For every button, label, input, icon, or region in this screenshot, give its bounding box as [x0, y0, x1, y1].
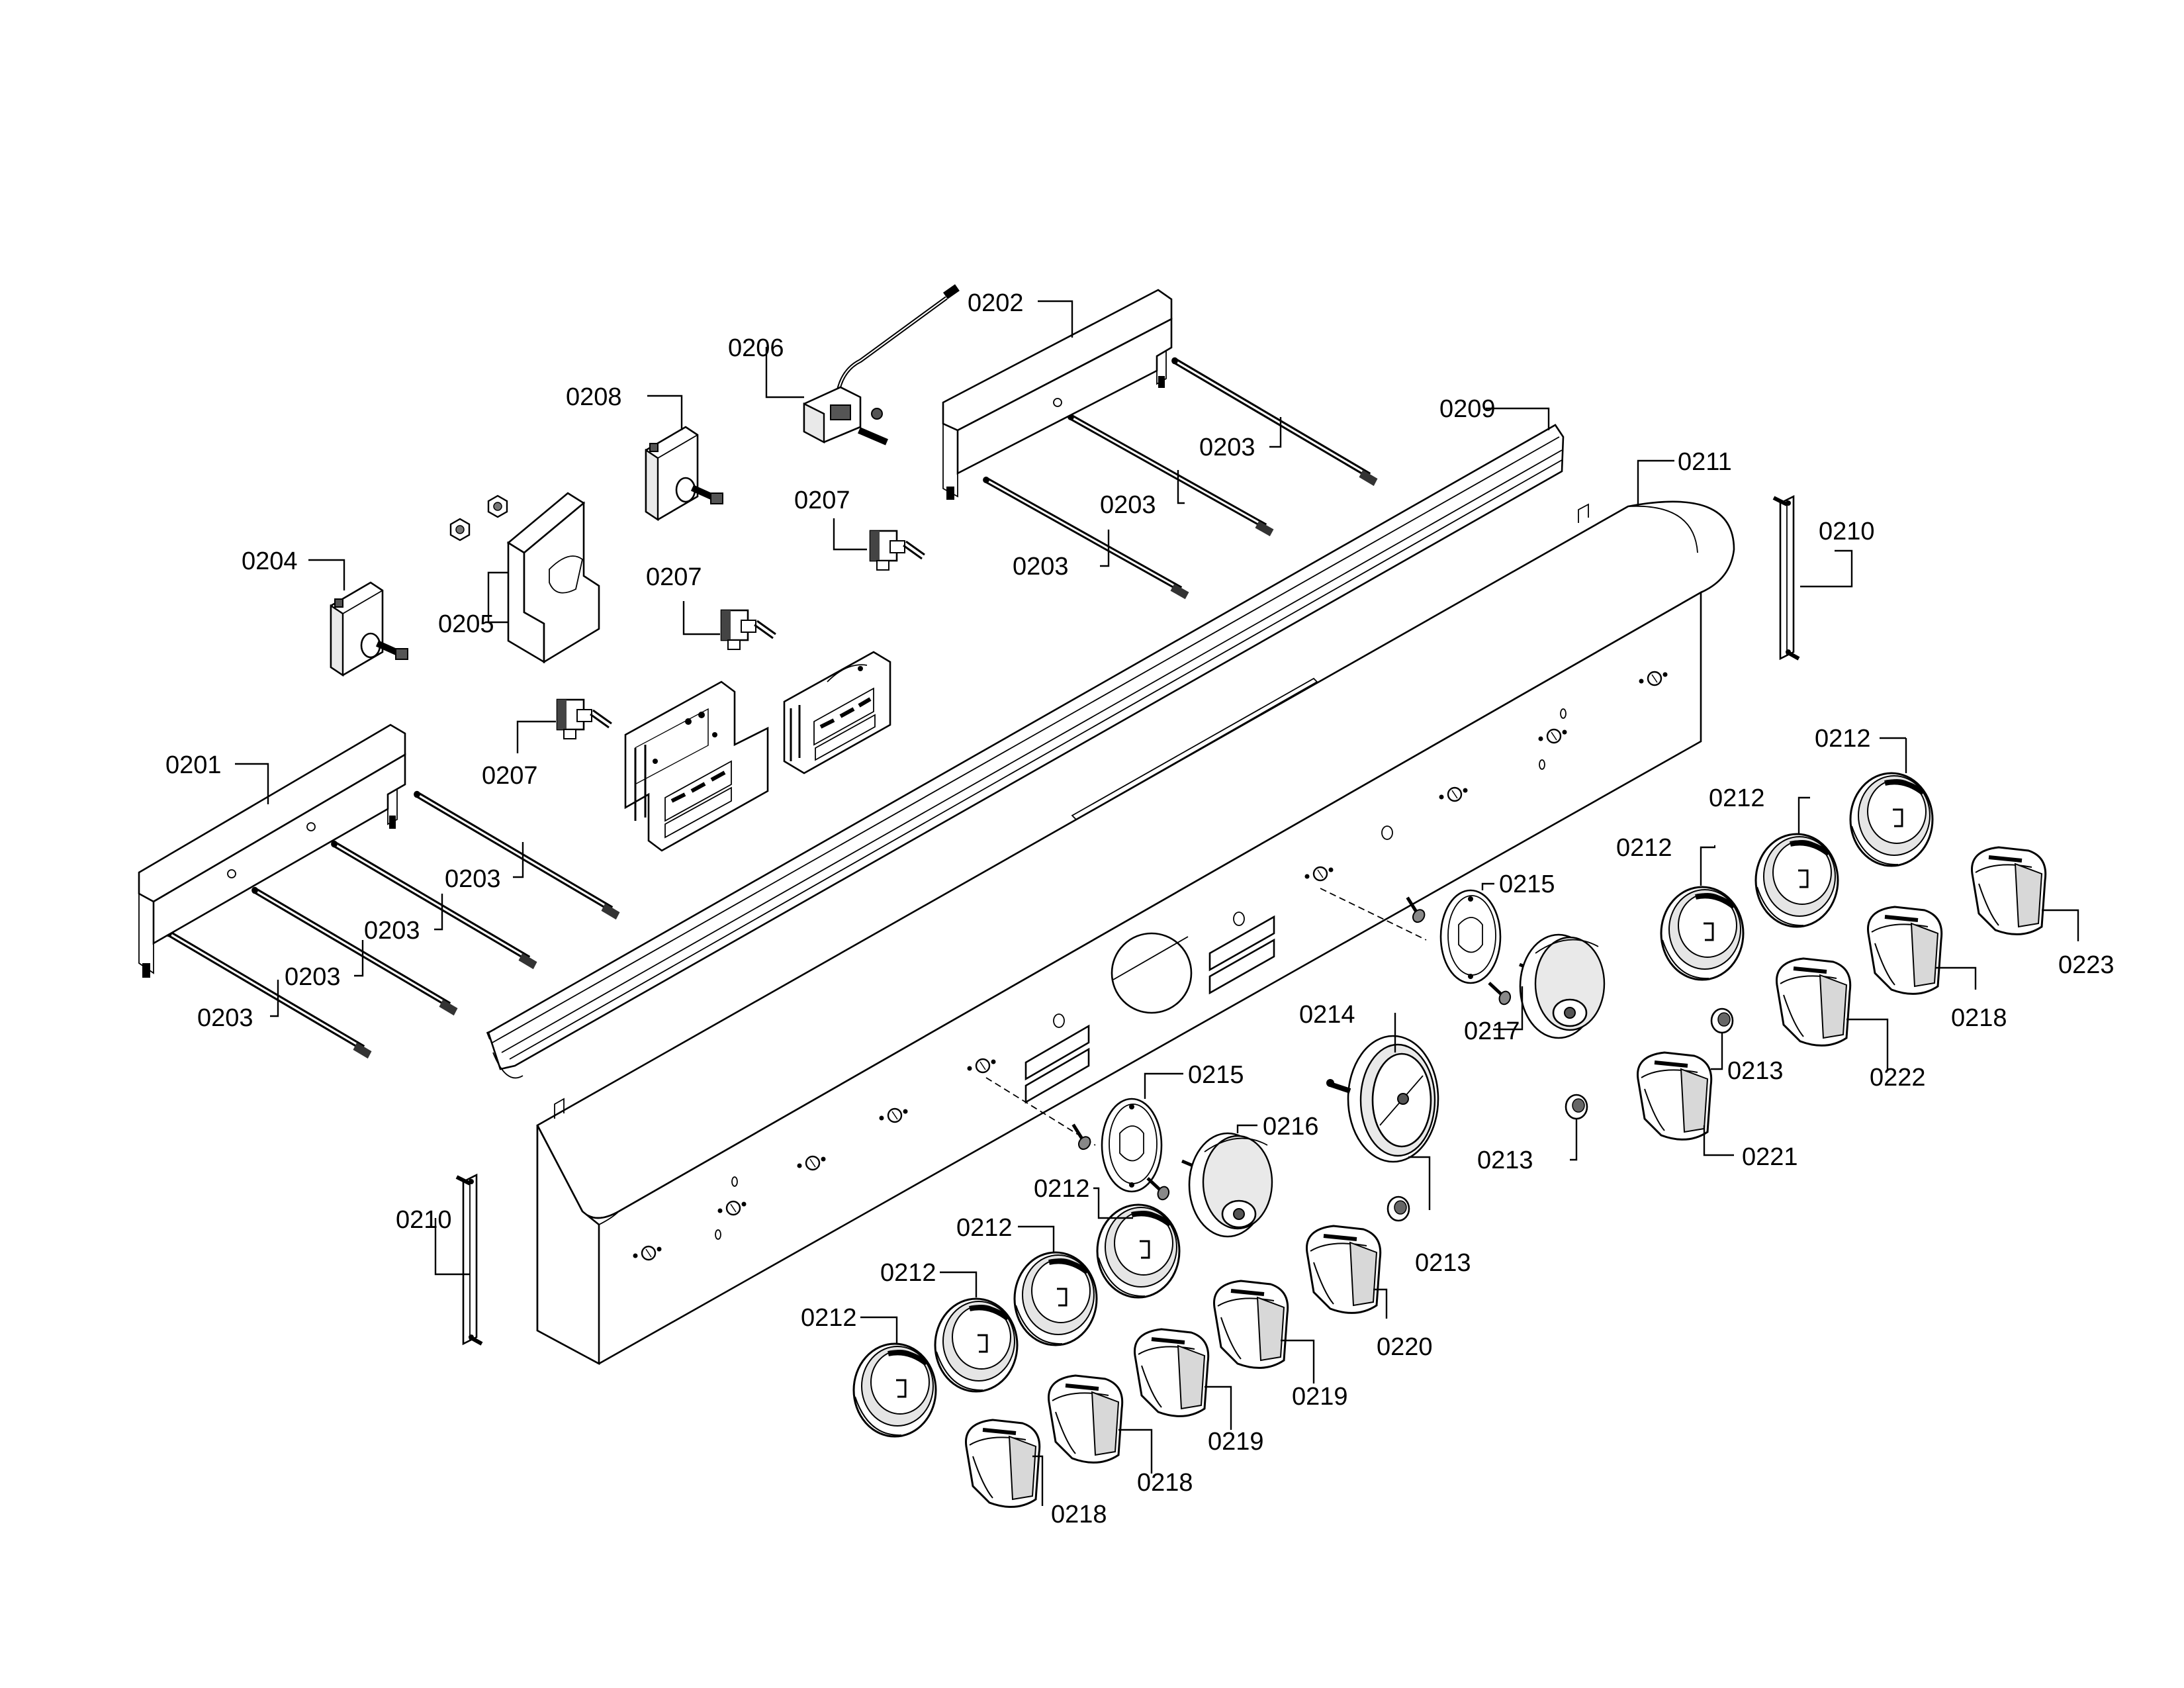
bracket-0201: [138, 724, 406, 978]
label-0218-b: 0218: [1137, 1469, 1193, 1497]
knob-0221: [1638, 1053, 1711, 1139]
dial-0217: [1519, 933, 1606, 1039]
switch-0207-c: [556, 698, 613, 740]
label-0220: 0220: [1377, 1333, 1433, 1361]
label-0215-right: 0215: [1499, 870, 1555, 898]
knob-0219-a: [1135, 1329, 1208, 1416]
ring-0212-1: [854, 1344, 936, 1436]
circuit-board-left: [624, 680, 769, 852]
label-0212-4: 0212: [1034, 1175, 1090, 1203]
label-0219-b: 0219: [1292, 1383, 1348, 1411]
sleeve-0213-a: [1387, 1196, 1410, 1222]
label-0212-3: 0212: [956, 1214, 1013, 1242]
ring-0212-6: [1756, 834, 1838, 927]
label-0212-5: 0212: [1616, 834, 1672, 862]
sleeve-0213-c: [1710, 1008, 1734, 1034]
label-0221: 0221: [1742, 1143, 1798, 1171]
label-0217: 0217: [1464, 1017, 1520, 1045]
sleeve-0213-b: [1565, 1094, 1588, 1120]
label-0210-left: 0210: [396, 1206, 452, 1234]
bezel-0215-left: [1101, 1098, 1163, 1193]
label-0203-d: 0203: [445, 865, 501, 893]
knob-0222: [1777, 959, 1850, 1045]
end-bracket-0210-left: [455, 1173, 483, 1346]
label-0211: 0211: [1678, 448, 1732, 476]
label-0213-a: 0213: [1415, 1249, 1471, 1277]
ring-0212-5: [1661, 887, 1743, 980]
knob-0219-b: [1214, 1281, 1288, 1368]
nut-b: [487, 494, 508, 518]
knob-0218-b: [1049, 1376, 1122, 1462]
label-0219-a: 0219: [1208, 1428, 1264, 1456]
module-0208: [645, 426, 723, 522]
label-0203-c: 0203: [1013, 553, 1069, 581]
bracket-0202: [942, 289, 1173, 500]
label-0213-b: 0213: [1477, 1147, 1533, 1174]
knob-0223: [1972, 847, 2046, 934]
switch-0207-b: [720, 609, 777, 651]
dial-0216: [1188, 1132, 1273, 1238]
control-panel-0211: [536, 500, 1735, 1366]
module-0204: [330, 581, 408, 677]
label-0207-c: 0207: [482, 762, 538, 790]
label-0222: 0222: [1870, 1064, 1926, 1092]
label-0209: 0209: [1439, 395, 1496, 423]
ring-0212-2: [935, 1299, 1017, 1391]
label-0212-6: 0212: [1709, 784, 1765, 812]
circuit-board-right: [783, 651, 891, 774]
rod-0203-c: [983, 477, 1189, 599]
nut-a: [449, 518, 471, 541]
label-0214: 0214: [1299, 1001, 1355, 1029]
label-0208: 0208: [566, 383, 622, 411]
label-0212-7: 0212: [1815, 725, 1871, 753]
rod-0203-f: [251, 887, 457, 1015]
end-bracket-0210-right: [1772, 494, 1800, 661]
rod-0203-d: [414, 791, 619, 919]
label-0203-b: 0203: [1100, 491, 1156, 519]
label-0215-left: 0215: [1188, 1061, 1244, 1089]
label-0203-a: 0203: [1199, 434, 1255, 461]
label-0203-f: 0203: [285, 963, 341, 991]
rod-0203-a: [1171, 357, 1377, 486]
label-0218-c: 0218: [1951, 1004, 2007, 1032]
thermostat-0206: [803, 284, 960, 445]
label-0212-2: 0212: [880, 1259, 936, 1287]
label-0223: 0223: [2058, 951, 2115, 979]
trim-strip-0209: [486, 424, 1565, 1079]
label-0207-a: 0207: [794, 487, 850, 514]
label-0201: 0201: [165, 751, 222, 779]
knob-0218-c: [1868, 907, 1942, 994]
knob-0220: [1307, 1226, 1381, 1313]
ring-0212-3: [1015, 1252, 1097, 1345]
label-0212-1: 0212: [801, 1304, 857, 1332]
leader-lines: [235, 300, 2079, 1506]
label-0203-g: 0203: [197, 1004, 253, 1032]
clock-0214: [1326, 1035, 1439, 1163]
label-0202: 0202: [968, 289, 1024, 317]
label-0204: 0204: [242, 547, 298, 575]
label-0210-right: 0210: [1819, 518, 1875, 545]
rod-0203-b: [1068, 414, 1273, 536]
label-0203-e: 0203: [364, 917, 420, 945]
bracket-0205: [506, 492, 600, 664]
knob-0218-a: [966, 1420, 1040, 1507]
bezel-0215-right: [1439, 889, 1502, 984]
label-0213-c: 0213: [1727, 1057, 1784, 1085]
rod-0203-g: [165, 930, 371, 1058]
screw-6: [1484, 983, 1513, 1006]
callout-labels: 0201 0202 0203 0203 0203 0203 0203 0203 …: [165, 289, 2115, 1528]
label-0216: 0216: [1263, 1113, 1319, 1141]
label-0207-b: 0207: [646, 563, 702, 591]
ring-0212-7: [1850, 773, 1933, 866]
label-0205: 0205: [438, 610, 494, 638]
label-0206: 0206: [728, 334, 784, 362]
label-0218-a: 0218: [1051, 1501, 1107, 1528]
switch-0207-a: [869, 530, 926, 571]
